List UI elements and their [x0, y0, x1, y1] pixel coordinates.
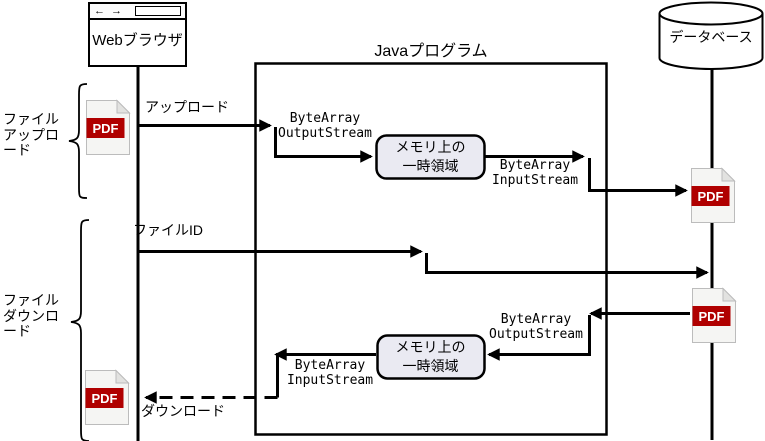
memory-temp-label-upload: メモリ上の 一時領域 [376, 138, 485, 176]
file-id-to-database-arrow [425, 253, 709, 279]
file-download-label-line1: ファイル [3, 292, 59, 308]
file-upload-bracket-label: ファイル アップロ ード [3, 111, 59, 159]
address-bar [135, 6, 181, 16]
svg-text:PDF: PDF [698, 189, 724, 204]
memory-upload-line1: メモリ上の [395, 139, 466, 155]
file-upload-label-line3: ード [3, 142, 31, 158]
java-program-label: Javaプログラム [374, 43, 488, 60]
memory-temp-label-download: メモリ上の 一時領域 [377, 338, 484, 376]
file-download-label-line2: ダウンロ [3, 307, 59, 324]
pdf-file-icon-download-database: PDF [692, 287, 737, 343]
forward-icon: → [111, 4, 122, 17]
svg-text:PDF: PDF [93, 121, 119, 136]
database-cylinder-icon [658, 1, 764, 70]
svg-text:PDF: PDF [92, 391, 118, 406]
browser-title: Webブラウザ [92, 32, 183, 49]
file-upload-label-line2: アップロ [3, 126, 59, 143]
file-upload-label-line1: ファイル [3, 111, 59, 127]
byte-array-output-upload-line1: ByteArray [289, 111, 361, 126]
byte-array-output-upload-label: ByteArray OutputStream [275, 111, 375, 141]
database-to-memory-arrow [487, 315, 591, 361]
upload-brace [68, 83, 88, 199]
memory-download-line1: メモリ上の [395, 339, 466, 355]
byte-array-output-download-label: ByteArray OutputStream [486, 312, 586, 342]
memory-temp-box-upload [375, 134, 486, 180]
memory-upload-line2: 一時領域 [402, 158, 459, 174]
pdf-file-icon-download-browser: PDF [85, 369, 130, 425]
byte-array-output-upload-arrow [274, 127, 373, 163]
byte-array-input-upload-line2: InputStream [491, 173, 579, 188]
upload-label: アップロード [145, 99, 229, 115]
database-label: データベース [669, 29, 753, 45]
file-download-bracket-label: ファイル ダウンロ ード [3, 292, 59, 340]
upload-to-database-arrow [588, 158, 688, 197]
memory-download-line2: 一時領域 [402, 358, 459, 374]
byte-array-input-download-line2: InputStream [286, 373, 374, 388]
memory-temp-box-download [376, 334, 486, 380]
byte-array-input-upload-line1: ByteArray [499, 158, 571, 173]
svg-text:PDF: PDF [699, 309, 725, 324]
pdf-file-icon-upload-database: PDF [691, 167, 736, 223]
byte-array-input-download-line1: ByteArray [294, 358, 366, 373]
browser-titlebar: ← → [90, 4, 185, 20]
back-icon: ← [94, 4, 105, 17]
byte-array-output-download-line2: OutputStream [489, 327, 583, 342]
file-id-label: ファイルID [133, 222, 203, 238]
byte-array-input-upload-label: ByteArray InputStream [485, 158, 585, 188]
pdf-file-icon-upload-browser: PDF [86, 99, 131, 155]
byte-array-input-download-label: ByteArray InputStream [280, 358, 380, 388]
download-brace [70, 219, 90, 441]
file-download-label-line3: ード [3, 323, 31, 339]
byte-array-output-upload-line2: OutputStream [278, 126, 372, 141]
java-program-box [254, 62, 608, 436]
download-label: ダウンロード [141, 403, 225, 419]
web-browser-window: ← → Webブラウザ [88, 2, 187, 67]
byte-array-output-download-line1: ByteArray [500, 312, 572, 327]
